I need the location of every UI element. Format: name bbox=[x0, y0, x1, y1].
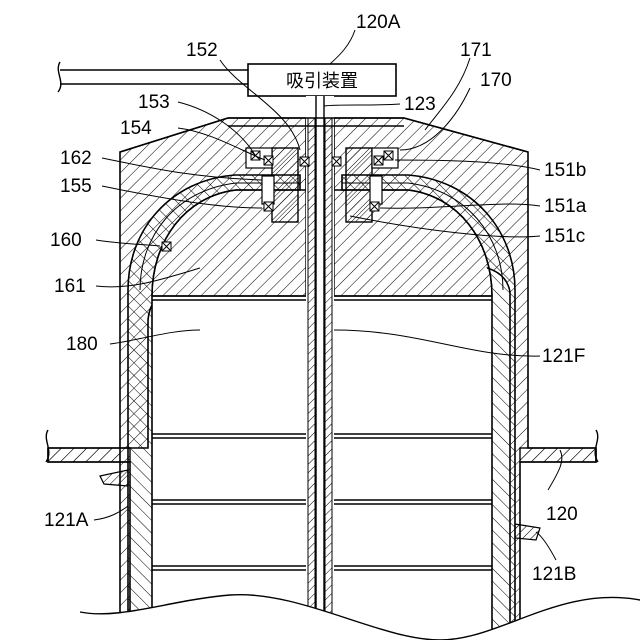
label-171: 171 bbox=[460, 40, 492, 61]
suction-device-box: 吸引装置 bbox=[248, 64, 396, 96]
label-152: 152 bbox=[186, 40, 218, 61]
tab-left bbox=[100, 470, 128, 486]
label-151a: 151a bbox=[544, 196, 587, 217]
suction-device-label: 吸引装置 bbox=[286, 71, 358, 92]
label-151b: 151b bbox=[544, 160, 586, 181]
label-180: 180 bbox=[66, 334, 98, 355]
label-120: 120 bbox=[546, 504, 578, 525]
apparatus-body bbox=[48, 96, 596, 640]
label-161: 161 bbox=[54, 276, 86, 297]
label-123: 123 bbox=[404, 94, 436, 115]
label-121F: 121F bbox=[542, 346, 585, 367]
label-121A: 121A bbox=[44, 510, 89, 531]
label-153: 153 bbox=[138, 92, 170, 113]
label-151c: 151c bbox=[544, 226, 585, 247]
label-121B: 121B bbox=[532, 564, 576, 585]
label-170: 170 bbox=[480, 70, 512, 91]
label-160: 160 bbox=[50, 230, 82, 251]
label-154: 154 bbox=[120, 118, 152, 139]
label-162: 162 bbox=[60, 148, 92, 169]
suction-pipe bbox=[58, 62, 248, 92]
label-155: 155 bbox=[60, 176, 92, 197]
central-shaft bbox=[306, 96, 334, 640]
label-120A: 120A bbox=[356, 12, 401, 33]
